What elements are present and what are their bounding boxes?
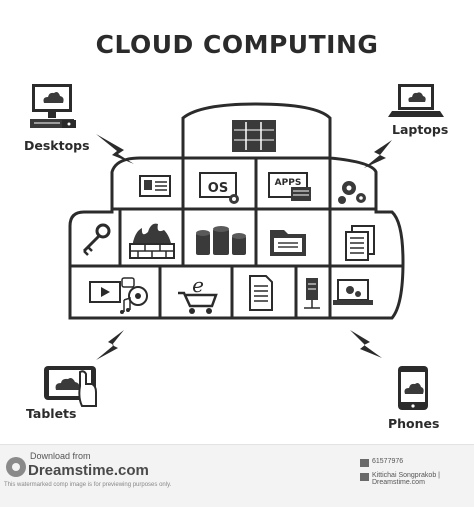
network-server-icon <box>304 278 320 309</box>
page-title: CLOUD COMPUTING <box>95 30 379 59</box>
phone-lightning-icon <box>350 330 382 358</box>
image-id-text: 61577976 <box>372 458 404 465</box>
server-rack-icon <box>232 120 276 152</box>
id-badge-icon <box>360 459 369 467</box>
os-window-icon: OS <box>199 172 239 204</box>
desktop-lightning-icon <box>96 134 134 164</box>
dreamstime-logo-icon <box>6 457 26 477</box>
brand-text: Dreamstime.com <box>28 462 149 479</box>
apps-label: APPS <box>275 178 302 188</box>
apps-stack-icon: APPS <box>268 172 311 201</box>
folder-icon <box>270 230 306 256</box>
document-page-icon <box>249 275 273 311</box>
id-card-icon <box>139 175 171 197</box>
laptops-label: Laptops <box>392 122 448 137</box>
ecommerce-cart-icon: e <box>178 273 218 314</box>
watermark-footer: Download from Dreamstime.com This waterm… <box>0 444 474 507</box>
e-label: e <box>192 273 204 297</box>
phone-icon <box>398 366 428 410</box>
monitor-settings-icon <box>333 279 373 305</box>
multimedia-icon <box>89 277 148 314</box>
watermark-note: This watermarked comp image is for previ… <box>4 482 172 488</box>
tablet-icon <box>44 366 97 407</box>
os-label: OS <box>208 181 228 196</box>
desktop-icon <box>30 84 76 128</box>
firewall-icon <box>129 223 175 259</box>
gears-icon <box>338 181 366 204</box>
laptop-lightning-icon <box>364 140 392 168</box>
author-badge-icon <box>360 473 369 481</box>
documents-icon <box>345 225 375 261</box>
phones-label: Phones <box>388 416 439 431</box>
database-icon <box>196 226 246 255</box>
cloud-shape <box>68 102 405 320</box>
tablet-lightning-icon <box>96 330 124 360</box>
author-text: Kittichai Songprakob | Dreamstime.com <box>372 472 440 486</box>
cloud-diagram: OS APPS <box>24 84 448 431</box>
key-icon <box>82 223 111 256</box>
laptop-icon <box>388 84 444 117</box>
desktops-label: Desktops <box>24 138 90 153</box>
tablets-label: Tablets <box>26 406 76 421</box>
download-from-text: Download from <box>30 451 91 461</box>
